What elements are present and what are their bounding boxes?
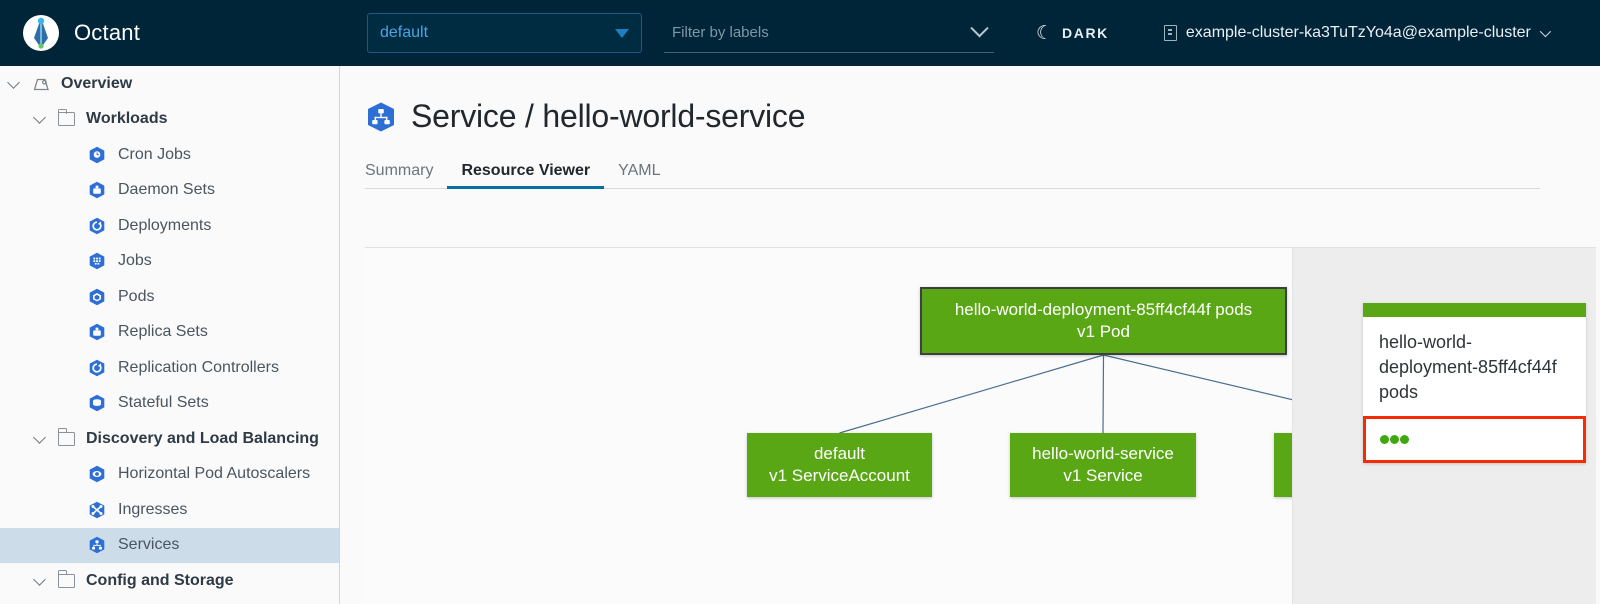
status-dot[interactable] <box>1400 435 1409 444</box>
sidebar-item-stateful-sets[interactable]: Stateful Sets <box>0 386 339 422</box>
namespace-select[interactable]: default <box>367 13 642 53</box>
sidebar-item-label: Pods <box>118 287 155 305</box>
top-bar: Octant default Filter by labels ☾ DARK e… <box>0 0 1600 66</box>
resource-viewer: hello-world-deployment-85ff4cf44f pods v1… <box>365 247 1596 604</box>
label-filter[interactable]: Filter by labels <box>664 13 994 53</box>
tab-summary[interactable]: Summary <box>365 162 434 179</box>
octant-logo-icon <box>22 14 60 52</box>
tab-resource-viewer[interactable]: Resource Viewer <box>447 162 604 189</box>
chevron-down-icon[interactable] <box>34 432 48 446</box>
sidebar-item-replication-controllers[interactable]: Replication Controllers <box>0 350 339 386</box>
graph-node-replicaset[interactable]: hello-world-deployment-85ff4cf44fapps/v1… <box>1274 433 1292 497</box>
theme-toggle[interactable]: ☾ DARK <box>1036 24 1109 43</box>
deployments-icon <box>88 217 106 235</box>
sidebar-item-cron-jobs[interactable]: Cron Jobs <box>0 137 339 173</box>
folder-icon <box>57 570 75 588</box>
caret-down-icon <box>615 28 629 38</box>
sidebar-item-horizontal-pod-autoscalers[interactable]: Horizontal Pod Autoscalers <box>0 457 339 493</box>
namespace-value: default <box>380 24 429 41</box>
sidebar-item-label: Services <box>118 536 180 554</box>
chevron-down-icon[interactable] <box>34 112 48 126</box>
folder-icon <box>57 108 75 127</box>
sidebar-item-replica-sets[interactable]: Replica Sets <box>0 315 339 351</box>
replication-controllers-icon <box>88 359 106 377</box>
graph-edges <box>839 354 1292 434</box>
daemon-sets-icon <box>88 181 106 199</box>
sidebar-item-label: Stateful Sets <box>118 394 209 412</box>
service-icon <box>365 101 397 133</box>
chevron-down-icon[interactable] <box>34 574 48 588</box>
status-dot[interactable] <box>1390 435 1399 444</box>
sidebar-item-ingresses[interactable]: Ingresses <box>0 492 339 528</box>
graph-node-name: hello-world-service <box>1032 444 1174 463</box>
chevron-down-icon <box>1539 25 1551 38</box>
sidebar-item-label: Overview <box>61 74 133 92</box>
ingresses-icon <box>88 501 106 519</box>
card-title: hello-world-deployment-85ff4cf44f pods <box>1379 332 1557 402</box>
main-content: Service / hello-world-service Summary Res… <box>341 66 1600 604</box>
graph-edge <box>839 354 1104 434</box>
cluster-icon <box>1163 25 1177 41</box>
services-icon <box>88 536 106 554</box>
chevron-down-icon[interactable] <box>8 77 22 91</box>
sidebar-item-daemon-sets[interactable]: Daemon Sets <box>0 173 339 209</box>
folder-icon <box>57 428 75 446</box>
pods-icon <box>88 288 106 306</box>
graph-node-name: hello-world-deployment-85ff4cf44f pods <box>954 300 1253 319</box>
sidebar-item-label: Config and Storage <box>86 571 234 589</box>
sidebar-item-discovery-and-load-balancing[interactable]: Discovery and Load Balancing <box>0 421 339 457</box>
sidebar-item-label: Cron Jobs <box>118 145 191 163</box>
hpa-icon <box>88 465 106 483</box>
sidebar-item-config-and-storage[interactable]: Config and Storage <box>0 563 339 599</box>
graph-edge <box>1103 354 1292 401</box>
brand-name: Octant <box>74 20 141 45</box>
sidebar-item-jobs[interactable]: Jobs <box>0 244 339 280</box>
resource-graph[interactable]: hello-world-deployment-85ff4cf44f pods v1… <box>365 248 1292 604</box>
theme-toggle-label: DARK <box>1062 25 1109 41</box>
sidebar-item-label: Replica Sets <box>118 323 208 341</box>
sidebar-item-label: Daemon Sets <box>118 181 215 199</box>
detail-card[interactable]: hello-world-deployment-85ff4cf44f pods <box>1363 303 1586 463</box>
card-status-stripe <box>1363 303 1586 317</box>
sidebar-item-label: Workloads <box>86 110 168 128</box>
jobs-icon <box>88 252 106 270</box>
cluster-selector[interactable]: example-cluster-ka3TuTzYo4a@example-clus… <box>1163 24 1551 42</box>
stateful-sets-icon <box>88 394 106 412</box>
sidebar-item-overview[interactable]: Overview <box>0 66 339 102</box>
graph-node-kind: v1 Pod <box>1077 322 1130 341</box>
sidebar-item-label: Jobs <box>118 252 152 270</box>
graph-node-serviceaccount[interactable]: default v1 ServiceAccount <box>747 433 932 497</box>
cluster-label: example-cluster-ka3TuTzYo4a@example-clus… <box>1185 24 1531 41</box>
sidebar-item-label: Ingresses <box>118 500 188 518</box>
tab-yaml[interactable]: YAML <box>618 162 661 179</box>
sidebar-item-label: Horizontal Pod Autoscalers <box>118 465 311 483</box>
sidebar-item-deployments[interactable]: Deployments <box>0 208 339 244</box>
page-title-text: Service / hello-world-service <box>411 98 806 134</box>
graph-edge <box>1102 354 1105 434</box>
status-dot[interactable] <box>1380 435 1389 444</box>
cron-jobs-icon <box>88 146 106 164</box>
sidebar-item-services[interactable]: Services <box>0 527 339 563</box>
graph-node-service[interactable]: hello-world-service v1 Service <box>1010 433 1196 497</box>
sidebar-item-label: Replication Controllers <box>118 358 279 376</box>
moon-icon: ☾ <box>1036 22 1054 44</box>
brand[interactable]: Octant <box>0 0 345 66</box>
sidebar-item-label: Deployments <box>118 216 212 234</box>
tab-bar: Summary Resource Viewer YAML <box>365 155 1540 189</box>
sidebar-item-pods[interactable]: Pods <box>0 279 339 315</box>
graph-node-kind: v1 Service <box>1063 466 1143 485</box>
card-status-row[interactable] <box>1363 416 1586 463</box>
label-filter-placeholder: Filter by labels <box>672 24 769 41</box>
graph-node-kind: v1 ServiceAccount <box>769 466 910 485</box>
sidebar-item-label: Discovery and Load Balancing <box>86 429 319 447</box>
chevron-down-icon[interactable] <box>970 19 989 38</box>
replica-sets-icon <box>88 323 106 341</box>
detail-panel: hello-world-deployment-85ff4cf44f pods <box>1292 248 1596 604</box>
graph-node-pod[interactable]: hello-world-deployment-85ff4cf44f pods v1… <box>920 287 1287 355</box>
overview-icon <box>32 76 50 91</box>
graph-node-name: default <box>813 444 866 463</box>
page-title: Service / hello-world-service <box>365 98 1600 135</box>
sidebar-item-workloads[interactable]: Workloads <box>0 102 339 138</box>
